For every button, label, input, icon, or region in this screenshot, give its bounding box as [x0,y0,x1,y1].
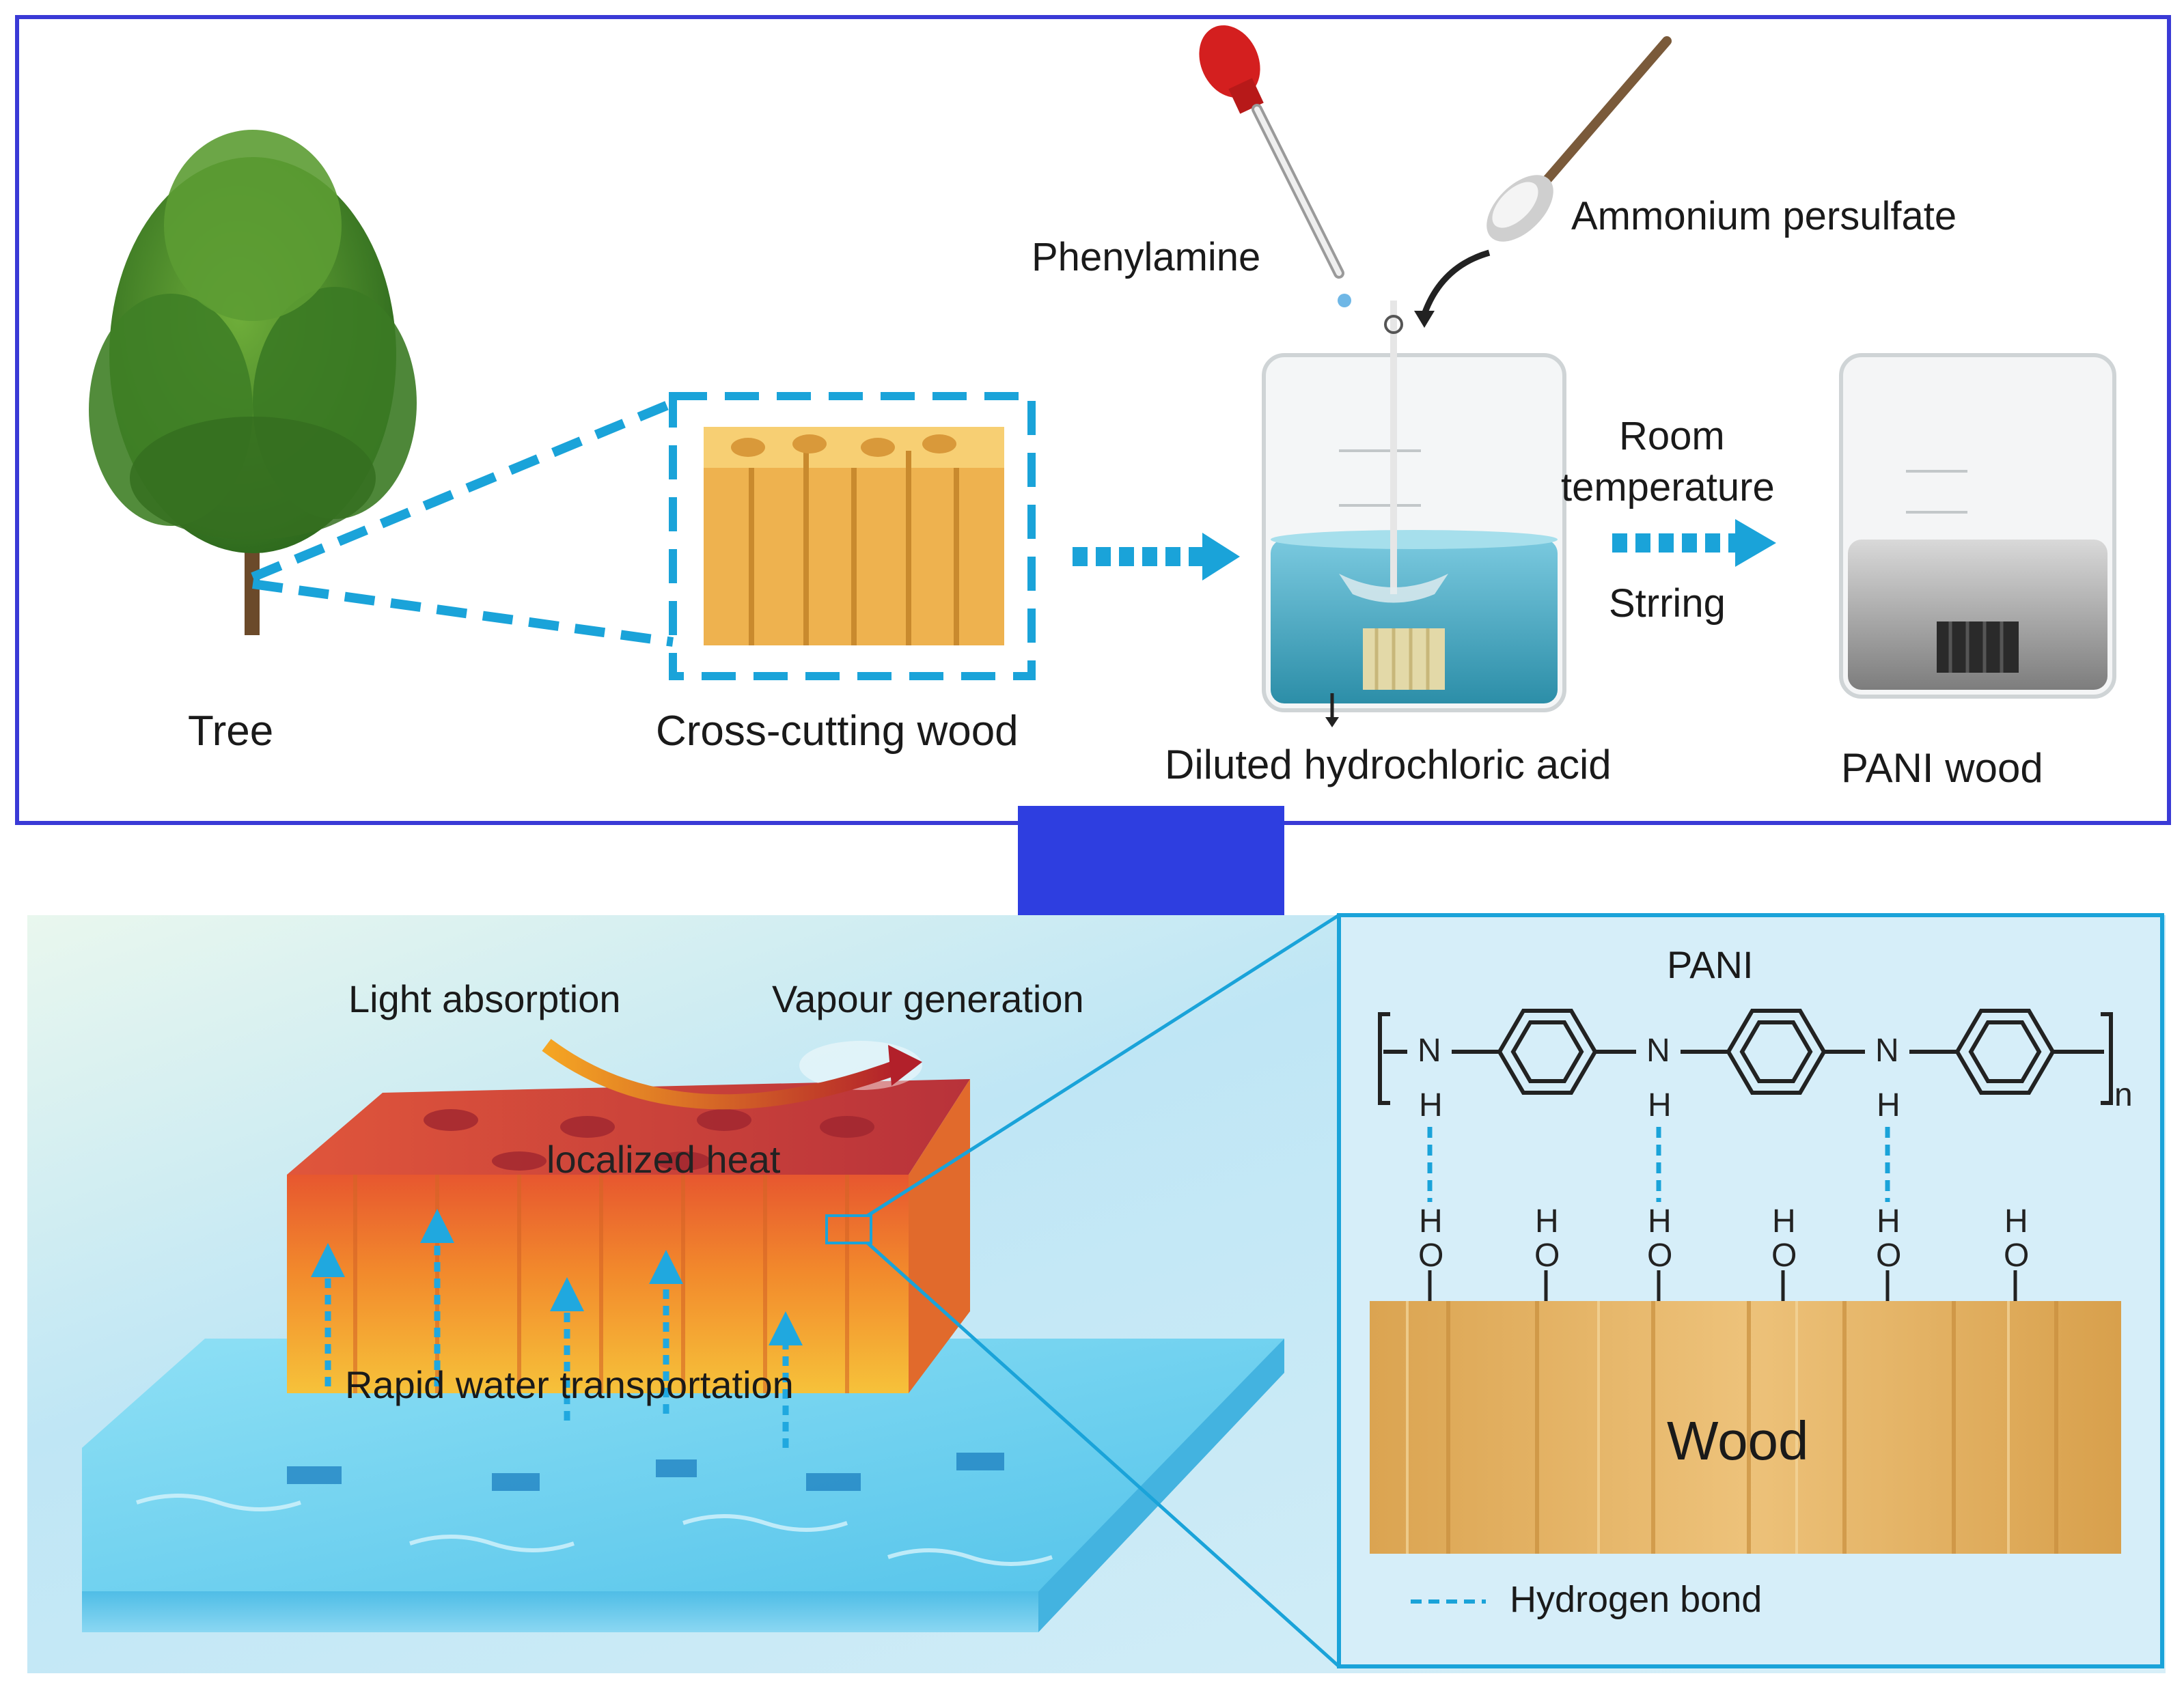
subscript-n: n [2114,1077,2133,1113]
atom-h-o5: H [1877,1203,1900,1240]
tree-label: Tree [188,708,274,755]
pani-structure [1378,1009,2113,1105]
cross-cutting-wood [704,427,1004,645]
temperature-label: temperature [1561,465,1775,509]
hydrogen-bonds [1427,1127,1890,1202]
cross-cutting-label: Cross-cutting wood [656,708,1019,755]
atom-n-2: N [1646,1033,1670,1069]
atom-h-o2: H [1535,1203,1559,1240]
tree-illustration [89,130,417,635]
atom-h-o4: H [1772,1203,1796,1240]
stirring-label: Strring [1609,581,1726,626]
atom-o-5: O [1876,1238,1902,1274]
atom-n-3: N [1875,1033,1899,1069]
atom-o-6: O [2004,1238,2030,1274]
beaker-pani [1839,353,2116,699]
atom-o-2: O [1534,1238,1560,1274]
phenylamine-label: Phenylamine [1032,235,1261,279]
cross-cutting-box [669,392,1036,680]
room-label: Room [1619,414,1725,458]
hydrogen-bond-label: Hydrogen bond [1510,1579,1763,1620]
atom-o-1: O [1418,1238,1444,1274]
light-absorption-label: Light absorption [348,977,621,1020]
atom-h-n1: H [1419,1087,1443,1123]
beaker-acid [1262,301,1566,727]
atom-h-n3: H [1877,1087,1900,1123]
ammonium-label: Ammonium persulfate [1571,194,1957,238]
vapour-generation-label: Vapour generation [772,977,1084,1020]
heated-wood-block [287,1041,970,1393]
rapid-water-label: Rapid water transportation [345,1363,794,1406]
localized-heat-label: localized heat [547,1138,781,1181]
atom-h-o1: H [1419,1203,1443,1240]
atom-o-4: O [1771,1238,1797,1274]
energy-arc [542,1039,904,1110]
atom-h-n2: H [1648,1087,1672,1123]
atom-h-o6: H [2004,1203,2028,1240]
wood-label: Wood [1667,1410,1809,1471]
dropper-icon [1199,25,1351,307]
acid-label: Diluted hydrochloric acid [1165,742,1612,787]
wood-slab [1370,1301,2121,1554]
atom-h-o3: H [1648,1203,1672,1240]
water-slab [82,1339,1284,1632]
spoon-icon [1487,36,1672,242]
pani-wood-label: PANI wood [1841,745,2043,791]
water-transport-arrows [311,1209,803,1448]
atom-o-3: O [1647,1238,1673,1274]
atom-n-1: N [1418,1033,1441,1069]
pani-title: PANI [1667,943,1754,986]
